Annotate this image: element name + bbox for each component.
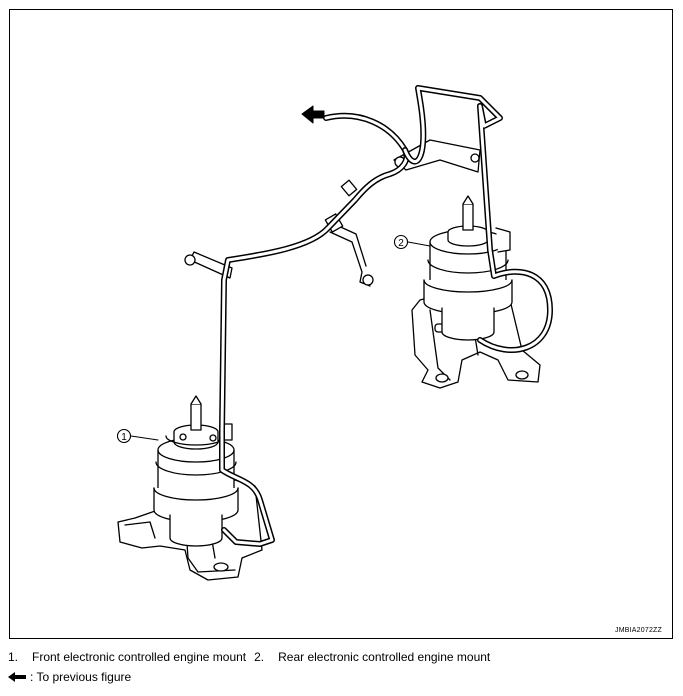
left-arrow-icon <box>8 672 26 682</box>
figure-code: JMBIA2072ZZ <box>615 627 662 634</box>
engine-mount-diagram: 1 2 <box>116 85 553 581</box>
legend-item-1-label: Front electronic controlled engine mount <box>32 650 247 664</box>
legend-item-2-number: 2. <box>254 650 265 664</box>
callout-1-number: 1 <box>121 432 127 443</box>
rear-engine-mount <box>411 195 541 389</box>
harness <box>219 85 553 547</box>
legend-item-1-number: 1. <box>8 650 19 664</box>
front-engine-mount <box>117 395 263 581</box>
legend-arrow: : To previous figure <box>8 670 131 684</box>
legend-item-2-label: Rear electronic controlled engine mount <box>278 650 491 664</box>
legend-items: 1. Front electronic controlled engine mou… <box>8 650 490 664</box>
callout-2: 2 <box>393 234 409 250</box>
legend-arrow-label: : To previous figure <box>30 670 132 684</box>
figure-frame: 1 2 JMBIA2072ZZ <box>9 9 673 639</box>
callout-1: 1 <box>116 428 132 444</box>
left-arrow-icon <box>301 105 325 124</box>
callout-2-number: 2 <box>398 238 404 249</box>
